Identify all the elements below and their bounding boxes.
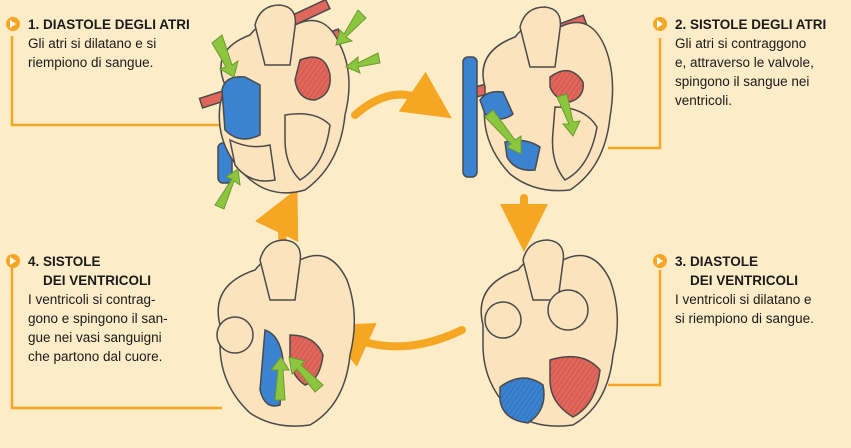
flow-arrow <box>556 93 581 137</box>
aorta <box>519 6 562 68</box>
flow-arrow <box>269 356 290 401</box>
step-2-label: 2. SISTOLE DEGLI ATRI Gli atri si contra… <box>675 15 826 110</box>
flow-arrow <box>335 9 367 46</box>
bullet-step-2 <box>653 17 667 31</box>
aorta <box>259 239 302 301</box>
left-atrium <box>547 289 589 331</box>
aorta <box>522 239 565 301</box>
heart-4-ventricular-systole <box>216 239 356 427</box>
flow-arrow <box>288 356 324 393</box>
vessel-blue <box>462 56 478 178</box>
step-2-description: Gli atri si contraggono e, attraverso le… <box>675 36 814 108</box>
left-atrium <box>294 56 331 101</box>
bullet-step-4 <box>6 254 20 268</box>
flow-arrow <box>345 52 381 74</box>
step-3-title: 3. DIASTOLE DEI VENTRICOLI <box>675 254 799 288</box>
step-1-label: 1. DIASTOLE DEGLI ATRI Gli atri si dilat… <box>28 15 190 72</box>
right-atrium <box>484 301 522 339</box>
step-2-title: 2. SISTOLE DEGLI ATRI <box>675 17 827 32</box>
step-4-title: 4. SISTOLE DEI VENTRICOLI <box>28 254 152 288</box>
right-atrium <box>216 316 254 354</box>
flow-arrow <box>484 109 522 155</box>
heart-2-atrial-systole <box>462 6 614 192</box>
bullet-step-1 <box>6 17 20 31</box>
step-3-description: I ventricoli si dilatano e si riempiono … <box>675 292 814 326</box>
leader-line-3 <box>608 270 662 387</box>
cycle-arrows <box>254 71 548 367</box>
left-ventricle <box>549 355 601 418</box>
leader-line-1 <box>10 36 222 127</box>
flow-arrow <box>214 168 241 210</box>
step-1-title: 1. DIASTOLE DEGLI ATRI <box>28 17 190 32</box>
heart-1-atrial-diastole <box>198 0 381 210</box>
cycle-arrow-1-to-2 <box>351 71 452 119</box>
leader-lines <box>10 36 662 410</box>
step-3-label: 3. DIASTOLE DEI VENTRICOLI I ventricoli … <box>675 252 814 328</box>
right-atrium <box>221 76 261 140</box>
left-ventricle <box>284 113 331 181</box>
flow-arrow <box>211 34 239 78</box>
step-4-label: 4. SISTOLE DEI VENTRICOLI I ventricoli s… <box>28 252 168 366</box>
left-atrium <box>549 69 584 103</box>
step-4-description: I ventricoli si contrag- gono e spingono… <box>28 292 168 364</box>
cycle-arrow-3-to-4 <box>323 323 466 367</box>
right-ventricle <box>499 377 545 424</box>
bullet-step-3 <box>653 254 667 268</box>
heart-3-ventricular-diastole <box>480 239 619 427</box>
step-1-description: Gli atri si dilatano e si riempiono di s… <box>28 36 157 70</box>
leader-line-4 <box>10 262 222 410</box>
right-ventricle <box>228 138 276 182</box>
aorta <box>254 4 297 66</box>
leader-line-2 <box>608 38 662 150</box>
